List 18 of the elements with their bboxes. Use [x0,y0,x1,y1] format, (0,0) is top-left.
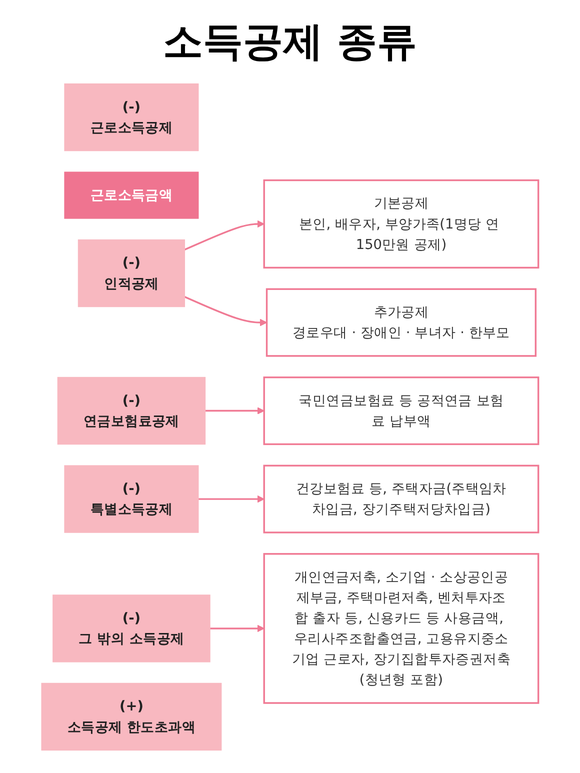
node-box: 추가공제 경로우대 · 장애인 · 부녀자 · 한부모 [266,288,537,357]
node-box: (-) 인적공제 [78,239,186,308]
arrow [184,296,268,326]
node-box: (-) 특별소득공제 [64,465,199,533]
arrow [198,495,264,503]
node-box: (-) 연금보험료공제 [57,376,206,445]
node-box: 국민연금보험료 등 공적연금 보험료 납부액 [263,376,540,446]
node-box: (+) 소득공제 한도초과액 [41,682,222,751]
arrow [210,624,264,632]
node-box: 근로소득금액 [64,172,199,219]
node-box: (-) 그 밖의 소득공제 [52,594,210,662]
node-box: (-) 근로소득공제 [64,83,199,152]
arrow [205,407,264,415]
arrow [184,220,264,250]
node-box: 기본공제 본인, 배우자, 부양가족(1명당 연 150만원 공제) [263,179,540,269]
diagram-title: 소득공제 종류 [162,18,418,67]
node-box: 개인연금저축, 소기업 · 소상공인공제부금, 주택마련저축, 벤처투자조합 출자 등, 신용카드 등 사용금액, 우리사주조합출연금, 고용유지중소기업 근로자, 장기집합투자증권저축(청년형 포함) [263,553,540,704]
node-box: 건강보험료 등, 주택자금(주택임차차입금, 장기주택저당차입금) [263,464,540,534]
